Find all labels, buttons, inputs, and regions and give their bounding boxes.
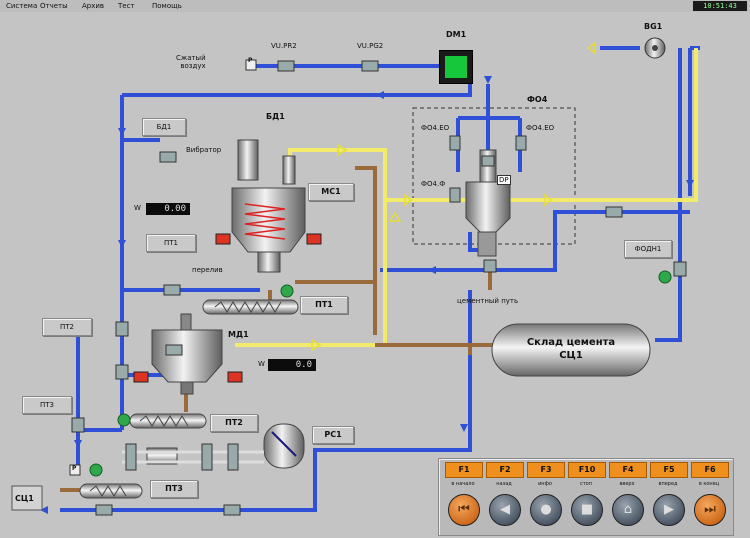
run-indicators bbox=[89, 270, 672, 477]
fkey-f2[interactable]: F2 bbox=[486, 462, 524, 478]
weigh-hopper-md1 bbox=[133, 313, 243, 395]
screw-conveyors bbox=[79, 299, 299, 499]
fo4-valve-2-label: ФО4.ЕО bbox=[526, 124, 555, 132]
dispenser-rc1 bbox=[122, 423, 305, 469]
silo-name: Склад цемента bbox=[526, 337, 616, 348]
yellow-arrows bbox=[311, 41, 596, 352]
tag-pt-3[interactable]: ПТ3 bbox=[22, 396, 72, 414]
info-icon[interactable]: ● bbox=[530, 494, 562, 526]
menu-item-4[interactable]: Тест bbox=[118, 2, 135, 10]
fkey-f4-caption: вверх bbox=[619, 481, 635, 487]
readout-2-w-label: W bbox=[258, 360, 265, 368]
mixer-mc1-vessel bbox=[215, 139, 322, 273]
menu-item-2[interactable]: Отчеты bbox=[40, 2, 68, 10]
tag-pt2[interactable]: ПТ2 bbox=[210, 414, 258, 432]
home-icon[interactable]: ⌂ bbox=[612, 494, 644, 526]
bd1-label: БД1 bbox=[266, 112, 285, 121]
md1-weight-readout: 0.0 bbox=[268, 359, 316, 371]
valves bbox=[71, 60, 687, 516]
valve-1-label: VU.PR2 bbox=[271, 42, 297, 50]
fkey-f5[interactable]: F5 bbox=[650, 462, 688, 478]
fkey-f1-caption: в начало bbox=[451, 481, 475, 487]
fkey-f2-caption: назад bbox=[496, 481, 512, 487]
cement-lines bbox=[60, 166, 495, 492]
mc1-weight-readout: 0.00 bbox=[146, 203, 190, 215]
tag-pt1[interactable]: ПТ1 bbox=[300, 296, 348, 314]
vibrator-label: Вибратор bbox=[186, 146, 222, 154]
fkey-f5-caption: вперед bbox=[658, 481, 678, 487]
menu-bar: Система Отчеты Архив Тест Помощь bbox=[0, 0, 750, 12]
tag-bd1-box[interactable]: БД1 bbox=[142, 118, 186, 136]
cement-pipe-label: цементный путь bbox=[457, 297, 519, 305]
menu-item-3[interactable]: Архив bbox=[82, 2, 105, 10]
dp-label: DP bbox=[497, 175, 511, 185]
overflow-label: перелив bbox=[192, 266, 223, 274]
tag-sc1: СЦ1 bbox=[15, 494, 34, 503]
valve-2-label: VU.PG2 bbox=[357, 42, 384, 50]
fan-bg1 bbox=[644, 37, 666, 59]
silo-code: СЦ1 bbox=[559, 350, 583, 361]
first-record-icon[interactable]: ⏮ bbox=[448, 494, 480, 526]
fkey-f4[interactable]: F4 bbox=[609, 462, 647, 478]
bg1-label: BG1 bbox=[644, 22, 663, 31]
tag-pt-2[interactable]: ПТ2 bbox=[42, 318, 92, 336]
pressure-sensor-label: P bbox=[248, 57, 253, 64]
dm1-indicator bbox=[439, 50, 473, 84]
readout-1-w-label: W bbox=[134, 204, 141, 212]
fo4-valve-1-label: ФО4.ЕО bbox=[421, 124, 450, 132]
tank-sc1-shape bbox=[11, 485, 43, 511]
clock-display: 10:51:43 bbox=[693, 1, 747, 11]
tag-rc1[interactable]: РС1 bbox=[312, 426, 354, 444]
fkey-f1[interactable]: F1 bbox=[445, 462, 483, 478]
fkey-f6-caption: в конец bbox=[698, 481, 720, 487]
previous-icon[interactable]: ◀ bbox=[489, 494, 521, 526]
fkey-f10-caption: стоп bbox=[580, 481, 592, 487]
md1-label: МД1 bbox=[228, 330, 249, 339]
tag-mc1[interactable]: МС1 bbox=[308, 183, 354, 201]
dm1-label: DM1 bbox=[446, 30, 467, 39]
fkey-f3[interactable]: F3 bbox=[527, 462, 565, 478]
pressure-sensors bbox=[69, 59, 257, 476]
fkey-f10[interactable]: F10 bbox=[568, 462, 606, 478]
next-icon[interactable]: ▶ bbox=[653, 494, 685, 526]
cement-silo-cc1[interactable]: Склад цемента СЦ1 bbox=[492, 336, 650, 362]
menu-item-5[interactable]: Помощь bbox=[152, 2, 182, 10]
fkey-f3-caption: инфо bbox=[538, 481, 552, 487]
flow-arrows bbox=[40, 76, 694, 514]
stop-square-icon[interactable]: ■ bbox=[571, 494, 603, 526]
last-record-icon[interactable]: ⏭ bbox=[694, 494, 726, 526]
pressure-sensor-2-label: P bbox=[72, 465, 77, 472]
tag-fc-dn1[interactable]: ФОДН1 bbox=[624, 240, 672, 258]
tag-pt-1[interactable]: ПТ1 bbox=[146, 234, 196, 252]
menu-item-1[interactable]: Система bbox=[6, 2, 38, 10]
tag-pt3[interactable]: ПТ3 bbox=[150, 480, 198, 498]
fo4-label: ФО4 bbox=[527, 95, 548, 104]
fkey-f6[interactable]: F6 bbox=[691, 462, 729, 478]
cement-silo-shape bbox=[491, 323, 651, 377]
fo4-valve-3-label: ФО4.Ф bbox=[421, 180, 446, 188]
